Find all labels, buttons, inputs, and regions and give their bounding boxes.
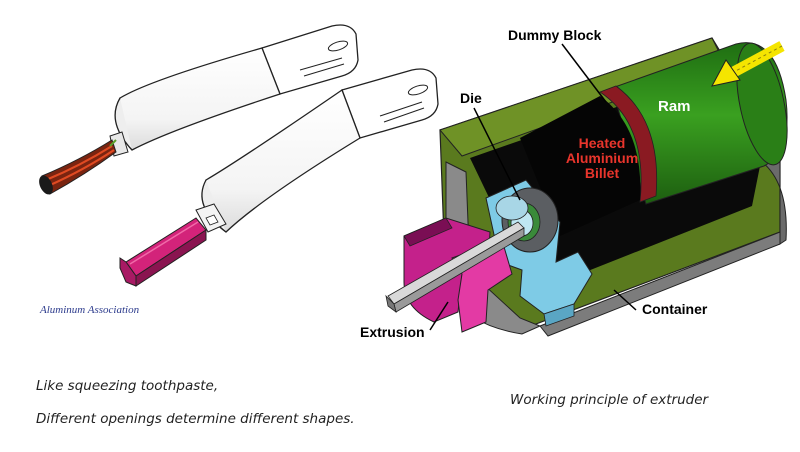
pushing-arrow-icon	[711, 41, 785, 87]
label-extrusion: Extrusion	[360, 324, 425, 340]
leader-container	[613, 289, 637, 311]
caption-extruder: Working principle of extruder	[510, 392, 709, 408]
toothpaste-tube-round	[39, 24, 359, 195]
leader-die	[473, 107, 521, 201]
label-ram: Ram	[658, 98, 691, 115]
label-container: Container	[642, 301, 708, 317]
label-die: Die	[460, 90, 482, 106]
billet-line-3: Billet	[584, 165, 620, 181]
leader-extrusion	[429, 301, 449, 331]
billet-line-1: Heated	[578, 135, 626, 151]
dummy-block	[599, 85, 658, 203]
caption-line-2: Different openings determine different s…	[36, 411, 355, 427]
leader-lines	[429, 43, 637, 331]
source-label: Aluminum Association	[40, 304, 140, 316]
toothpaste-tube-flat	[119, 68, 439, 287]
label-heated-billet: Heated Aluminium Billet	[560, 136, 644, 181]
billet-line-2: Aluminium	[565, 150, 639, 166]
caption-line-1: Like squeezing toothpaste,	[36, 378, 219, 394]
leader-dummy-block	[561, 43, 607, 103]
label-dummy-block: Dummy Block	[508, 27, 602, 43]
extrusion-profile	[385, 221, 525, 313]
